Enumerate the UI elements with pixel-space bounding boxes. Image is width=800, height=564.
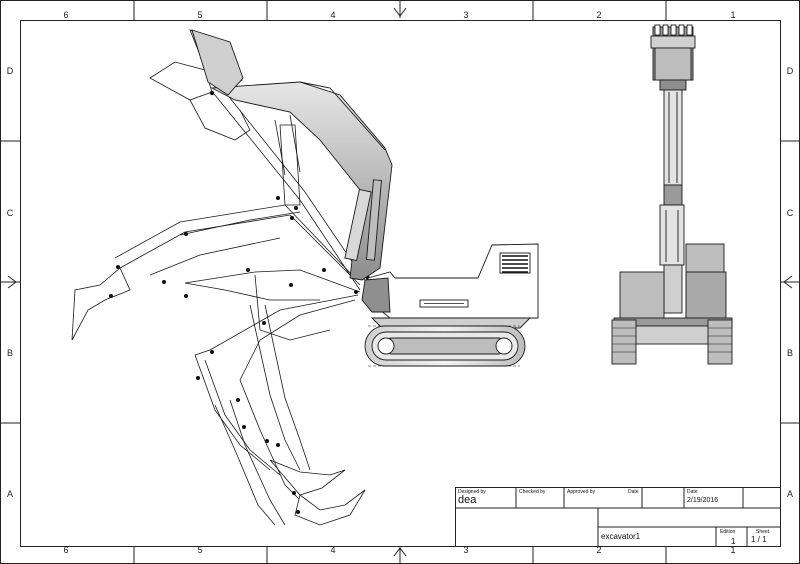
zone-row-left-a: A — [6, 489, 13, 499]
excavator-main-arm — [191, 29, 393, 281]
zone-col-top-1: 1 — [730, 10, 736, 20]
excavator-body — [361, 243, 539, 329]
zone-row-left-c: C — [6, 208, 14, 218]
zone-row-left-d: D — [6, 66, 14, 76]
zone-row-right-c: C — [786, 208, 794, 218]
edition-value: 1 — [731, 537, 736, 546]
zone-col-bottom-2: 2 — [596, 545, 602, 555]
zone-row-right-a: A — [786, 489, 793, 499]
zone-col-bottom-5: 5 — [197, 545, 203, 555]
designed-by-value: dea — [458, 494, 477, 506]
edition-label: Edition — [720, 529, 736, 535]
zone-col-bottom-3: 3 — [463, 545, 469, 555]
zone-col-top-5: 5 — [197, 10, 203, 20]
sheet-label: Sheet — [756, 529, 770, 535]
zone-row-left-b: B — [6, 348, 13, 358]
zone-col-bottom-1: 1 — [730, 545, 736, 555]
front-view — [611, 24, 733, 365]
sheet-value: 1 / 1 — [751, 535, 767, 544]
zone-col-bottom-6: 6 — [63, 545, 69, 555]
zone-col-top-4: 4 — [330, 10, 336, 20]
crawler-track — [364, 325, 526, 367]
inner-border — [20, 20, 781, 547]
designed-by-label: Designed by — [458, 489, 486, 495]
zone-col-top-3: 3 — [463, 10, 469, 20]
zone-row-right-d: D — [786, 66, 794, 76]
file-name: excavator1 — [601, 532, 641, 541]
checked-by-label: Checked by — [519, 489, 546, 495]
date-label: Date — [687, 489, 698, 495]
date-label-approved: Date — [628, 489, 639, 495]
title-block-frame — [455, 487, 781, 547]
zone-row-right-b: B — [786, 348, 793, 358]
date-value: 2/19/2016 — [687, 497, 719, 504]
zone-col-top-2: 2 — [596, 10, 602, 20]
zone-col-top-6: 6 — [63, 10, 69, 20]
zone-col-bottom-4: 4 — [330, 545, 336, 555]
approved-by-label: Approved by — [567, 489, 596, 495]
